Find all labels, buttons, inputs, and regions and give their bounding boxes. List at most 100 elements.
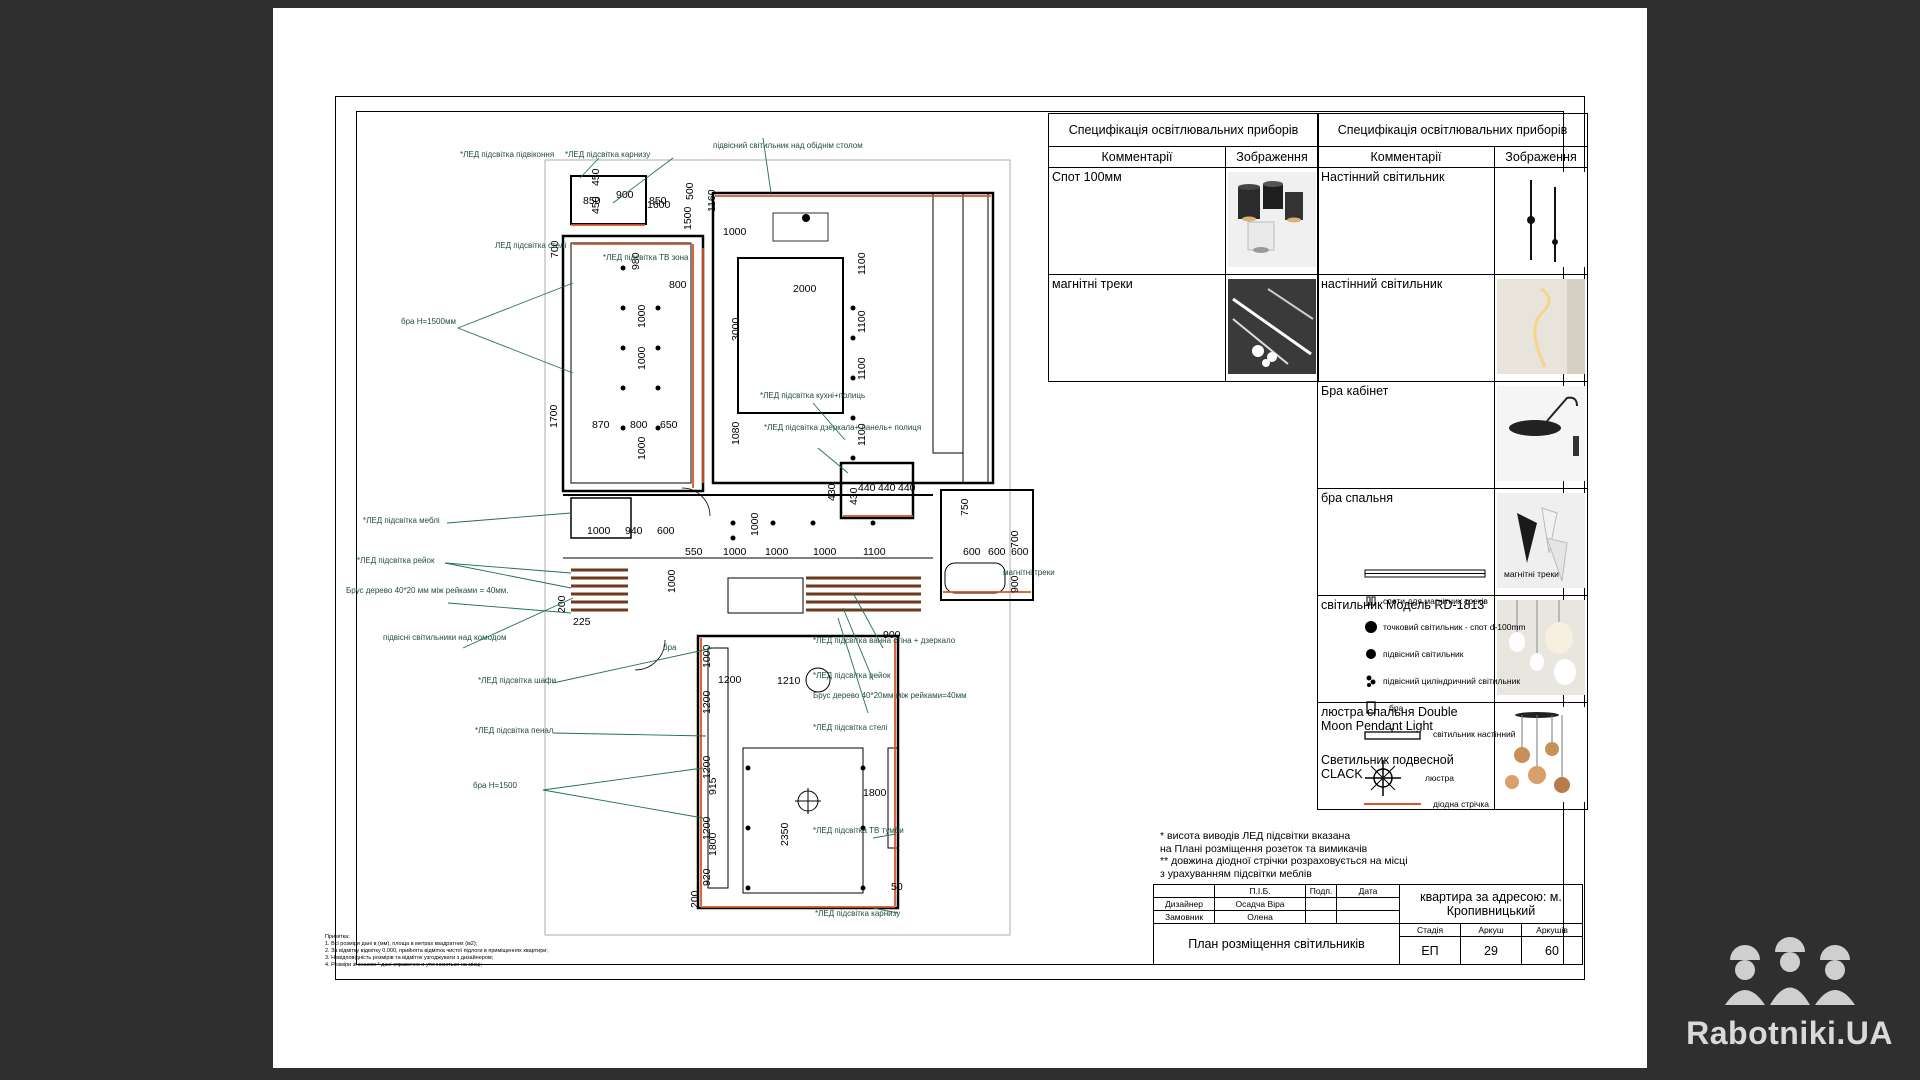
plan-callout-label: Брус дерево 40*20мм між рейками=40мм: [813, 691, 967, 700]
led-strip-symbol: [1364, 803, 1421, 805]
plan-note-line: 4. Розміри зі знаком * дані справочно и …: [325, 962, 482, 968]
dimension-label: 920: [701, 868, 713, 886]
plan-fixtures: [620, 214, 876, 891]
dimension-label: 1000: [723, 226, 747, 238]
legend-item: бра: [1363, 698, 1403, 718]
dimension-label: 1200: [701, 690, 713, 714]
legend-label: світильник настінний: [1433, 729, 1516, 739]
plan-leaders: [444, 137, 899, 914]
dimension-label: 1800: [863, 787, 887, 799]
dimension-label: 980: [630, 252, 642, 270]
legend-label: люстра: [1425, 773, 1454, 783]
stamp-stage: ЕП: [1399, 936, 1461, 965]
dimension-label: 1100: [856, 357, 868, 380]
dimension-label: 1200: [718, 674, 742, 686]
cylinder-pendant-symbol: [1366, 675, 1376, 687]
dimension-label: 600: [657, 525, 675, 537]
plan-chandelier-symbol: [795, 788, 821, 814]
dimension-label: 1000: [749, 512, 761, 536]
dimension-label: 550: [685, 546, 703, 558]
dimension-label: 1800: [707, 832, 719, 856]
plan-callout-label: *ЛЕД підсвітка шафи: [478, 676, 556, 685]
pendant-symbol: [1366, 649, 1376, 659]
plan-note-line: 2. За відмітку відмітку 0.000, прийнята …: [325, 947, 548, 954]
dimension-label: 1000: [765, 546, 789, 558]
plan-callout-label: підвісний світильник над обіднім столом: [713, 141, 863, 150]
dimension-label: 440: [878, 482, 896, 494]
legend-item: діодна стрічка: [1363, 794, 1489, 814]
spec-row-comment: бра спальня: [1317, 488, 1495, 596]
legend-item: підвісний світильник: [1363, 644, 1464, 664]
dimension-label: 600: [988, 546, 1006, 558]
spec-row-comment: Настінний світильник: [1317, 167, 1495, 275]
dimension-label: 1100: [856, 310, 868, 333]
dimension-label: 440: [898, 482, 916, 494]
stamp-col-sheet: Аркуш: [1460, 922, 1522, 938]
magnetic-track-icon: [1225, 274, 1319, 382]
dimension-label: 1100: [856, 252, 868, 275]
study-sconce-icon: [1494, 381, 1588, 489]
dimension-label: 1200: [701, 755, 713, 779]
spec-table-1-col-comments: Комментарії: [1048, 146, 1226, 168]
dimension-label: 200: [556, 595, 568, 613]
dimension-label: 900: [1009, 575, 1021, 593]
stamp-col-sheets: Аркушів: [1521, 922, 1583, 938]
dimension-label: 1000: [723, 546, 747, 558]
plan-callout-label: *ЛЕД підсвітка меблі: [363, 516, 440, 525]
stamp-row-client: Замовник: [1153, 910, 1215, 924]
stamp-sheet: 29: [1460, 936, 1522, 965]
spec-row-comment: магнітні треки: [1048, 274, 1226, 382]
stamp-col-sign: Подп.: [1305, 884, 1337, 898]
dimension-label: 1210: [777, 675, 801, 687]
dimension-label: 1200: [701, 816, 713, 840]
spec-table-1-col-images: Зображення: [1225, 146, 1319, 168]
spec-row-comment: Бра кабінет: [1317, 381, 1495, 489]
plan-callout-label: Брус дерево 40*20 мм між рейками = 40мм.: [346, 586, 509, 595]
spec-row-comment-line: люстра спальня Double Moon Pendant Light: [1321, 705, 1458, 733]
spec-table-1: Специфікація освітлювальних приборів Ком…: [1048, 113, 1319, 382]
plan-callout-label: *ЛЕД підсвітка ТВ зона: [603, 253, 689, 262]
spec-table-2-col-comments: Комментарії: [1317, 146, 1495, 168]
note-line: ** довжина діодної стрічки розраховуєтьс…: [1160, 855, 1408, 867]
legend-item: підвісний циліндричний світильник: [1363, 671, 1520, 691]
spec-table-2-col-images: Зображення: [1494, 146, 1588, 168]
pendant-rd1813-icon: [1494, 595, 1588, 703]
dimension-label: 870: [592, 419, 610, 431]
legend-item: світильник настінний: [1363, 724, 1516, 744]
dimension-label: 600: [1011, 546, 1029, 558]
note-line: з урахуванням підсвітки меблів: [1160, 867, 1312, 880]
dimension-label: 1500: [682, 206, 694, 230]
note-line: на Плані розміщення розеток та вимикачів: [1160, 842, 1368, 855]
plan-note-line: 3. Невідповідність розмірів та відміток …: [325, 954, 494, 961]
plan-labels: *ЛЕД підсвітка підвіконня*ЛЕД підсвітка …: [346, 141, 1055, 918]
plan-callout-label: ЛЕД підсвітка стелі: [495, 241, 566, 250]
dimension-label: 940: [625, 525, 643, 537]
plan-callout-label: *ЛЕД підсвітка рейок: [813, 671, 891, 680]
plan-walls: [544, 159, 1034, 936]
dimension-label: 50: [891, 881, 903, 893]
legend-item: споти для магнітних треків: [1363, 591, 1488, 611]
legend-item: магнітні треки: [1363, 564, 1559, 584]
dimension-label: 3000: [730, 317, 742, 341]
spec-table-2-title: Специфікація освітлювальних приборів: [1317, 113, 1588, 147]
dimension-label: 1000: [666, 569, 678, 593]
watermark-text: Rabotniki.UA: [1686, 1015, 1893, 1051]
dimension-label: 225: [573, 616, 591, 628]
plan-callout-label: бра H=1500мм: [401, 317, 456, 326]
stamp-client-name: Олена: [1214, 910, 1306, 924]
plan-callout-label: бра: [663, 643, 677, 652]
dimension-label: 850: [583, 195, 601, 207]
chandelier-symbol: [1365, 760, 1401, 796]
bedroom-sconce-icon: [1494, 488, 1588, 596]
legend-label: підвісний циліндричний світильник: [1383, 676, 1521, 686]
dimension-label: 700: [1009, 530, 1021, 548]
legend-label: магнітні треки: [1504, 569, 1559, 579]
legend-label: діодна стрічка: [1433, 799, 1489, 809]
plan-notes: Примітка: 1. Всі розміри дані в (мм), пл…: [325, 934, 548, 968]
plan-callout-label: *ЛЕД підсвітка ТВ тумби: [813, 826, 904, 835]
stamp-sheets: 60: [1521, 936, 1583, 965]
plan-callout-label: *ЛЕД підсвітка карнизу: [565, 150, 650, 159]
dimension-label: 800: [669, 279, 687, 291]
